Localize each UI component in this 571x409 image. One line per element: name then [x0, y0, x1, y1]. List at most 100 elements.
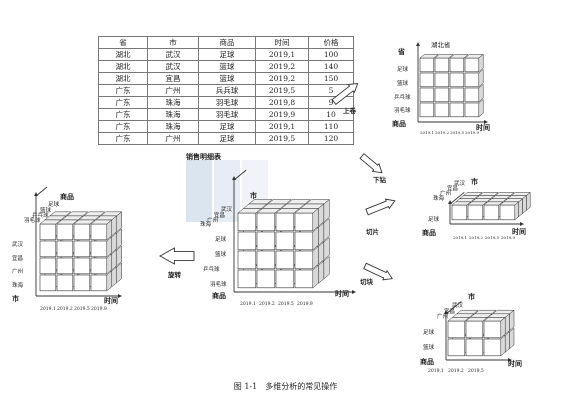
- cube-top: [478, 192, 499, 196]
- dice-cube: [447, 309, 515, 357]
- x-axis-arrow: [508, 358, 512, 362]
- dice-arrow-shape: [363, 262, 393, 281]
- cube-side: [478, 83, 484, 103]
- cube-side: [312, 207, 319, 232]
- rollup-x-tick: 2019.9: [465, 130, 479, 135]
- cube-front: [275, 269, 295, 289]
- left-x-tick: 2019.1: [40, 306, 56, 312]
- rotate-arrow: [159, 247, 195, 265]
- cube-front: [39, 240, 57, 258]
- cube-front: [447, 320, 466, 339]
- cube-top: [456, 309, 479, 315]
- rollup-arrow-shape: [331, 83, 359, 105]
- cube-top: [449, 54, 469, 59]
- slice-z-label: 武汉: [454, 179, 466, 187]
- slice-x-axis-title: 时间: [512, 227, 526, 236]
- cube-side: [116, 228, 122, 250]
- cube-top: [39, 219, 62, 225]
- cube-front: [449, 57, 465, 73]
- figure-caption: 图 1-1 多维分析的常见操作: [233, 382, 338, 391]
- dice-x-tick: 2019.5: [468, 368, 484, 374]
- cube-top: [256, 208, 282, 214]
- center-axes: [232, 169, 356, 294]
- cube-side: [518, 198, 523, 218]
- cube-front: [294, 212, 314, 232]
- center-z-axis-title: 市: [250, 191, 257, 200]
- cube-front: [434, 72, 450, 88]
- cube-top: [73, 219, 96, 225]
- center-y-label: 篮球: [215, 250, 227, 258]
- rollup-y-label: 篮球: [397, 79, 409, 87]
- cube-front: [56, 240, 74, 258]
- y-axis-arrow: [416, 42, 420, 46]
- cube-front: [39, 257, 57, 275]
- dice-y-axis-title: 商品: [420, 357, 434, 366]
- slice-z-label: 珠海: [433, 194, 445, 202]
- slice-z-label: 广州: [440, 189, 451, 197]
- center-x-tick: 2019.2: [259, 301, 275, 307]
- left-z-label: 足球: [48, 200, 60, 208]
- left-z-label: 乒乓球: [32, 211, 49, 219]
- left-x-tick: 2019.2: [57, 306, 73, 312]
- left-y-axis-title: 市: [12, 294, 19, 303]
- cube-top: [467, 201, 488, 206]
- cube-front: [73, 274, 91, 292]
- cube-front: [464, 87, 480, 103]
- cube-front: [237, 212, 257, 232]
- left-y-label: 广州: [12, 267, 23, 275]
- slice-arrow-shape: [365, 198, 396, 216]
- table-header-row: 省 市 商品 时间 价格: [98, 36, 354, 49]
- center-y-label: 足球: [215, 235, 227, 243]
- dice-z-axis-title: 市: [468, 292, 475, 301]
- watermark-block: [186, 160, 212, 222]
- cube-front: [449, 102, 465, 118]
- center-x-tick: 2019.9: [297, 301, 313, 307]
- drilldown-arrow: [359, 153, 383, 174]
- cube-side: [500, 316, 506, 339]
- dice-y-label: 足球: [423, 328, 435, 336]
- cube-front: [419, 87, 435, 103]
- cube-front: [294, 250, 314, 270]
- depth-axis: [233, 169, 247, 181]
- depth-axis: [35, 186, 48, 197]
- cube-front: [419, 102, 435, 118]
- rollup-x-tick: 2019.2: [435, 130, 449, 135]
- left-x-axis-title: 时间: [104, 296, 118, 305]
- cube-side: [478, 98, 484, 118]
- cube-front: [90, 257, 108, 275]
- x-axis-arrow: [118, 294, 122, 298]
- cube-top: [434, 54, 454, 59]
- dice-x-axis-title: 时间: [508, 359, 522, 368]
- left-z-label: 羽毛球: [24, 216, 41, 224]
- rollup-axes: [416, 42, 488, 124]
- cube-front: [90, 274, 108, 292]
- cube-front: [56, 223, 74, 241]
- cube-side: [312, 264, 319, 289]
- cube-front: [237, 231, 257, 251]
- center-x-tick: 2019.1: [240, 301, 256, 307]
- center-y-axis-title: 商品: [212, 291, 226, 300]
- left-cube: [39, 211, 123, 292]
- center-x-tick: 2019.5: [278, 301, 294, 307]
- dice-z-label: 广州: [437, 312, 448, 320]
- cube-top: [237, 208, 263, 214]
- cube-front: [451, 204, 468, 221]
- cube-side: [478, 53, 484, 73]
- slice-z-label: 宜昌: [447, 184, 458, 192]
- drilldown-label: 下钻: [373, 175, 387, 184]
- dice-x-tick: 2019.1: [428, 368, 444, 374]
- cube-front: [39, 223, 57, 241]
- cube-side: [478, 68, 484, 88]
- cube-front: [294, 269, 314, 289]
- left-x-tick: 2019.5: [74, 306, 90, 312]
- slice-cube: [451, 191, 531, 221]
- center-z-label: 武汉: [221, 205, 233, 213]
- dice-z-label: 武汉: [452, 301, 464, 309]
- left-y-label: 珠海: [12, 281, 24, 289]
- cube-top: [474, 309, 497, 315]
- cube-side: [500, 334, 506, 357]
